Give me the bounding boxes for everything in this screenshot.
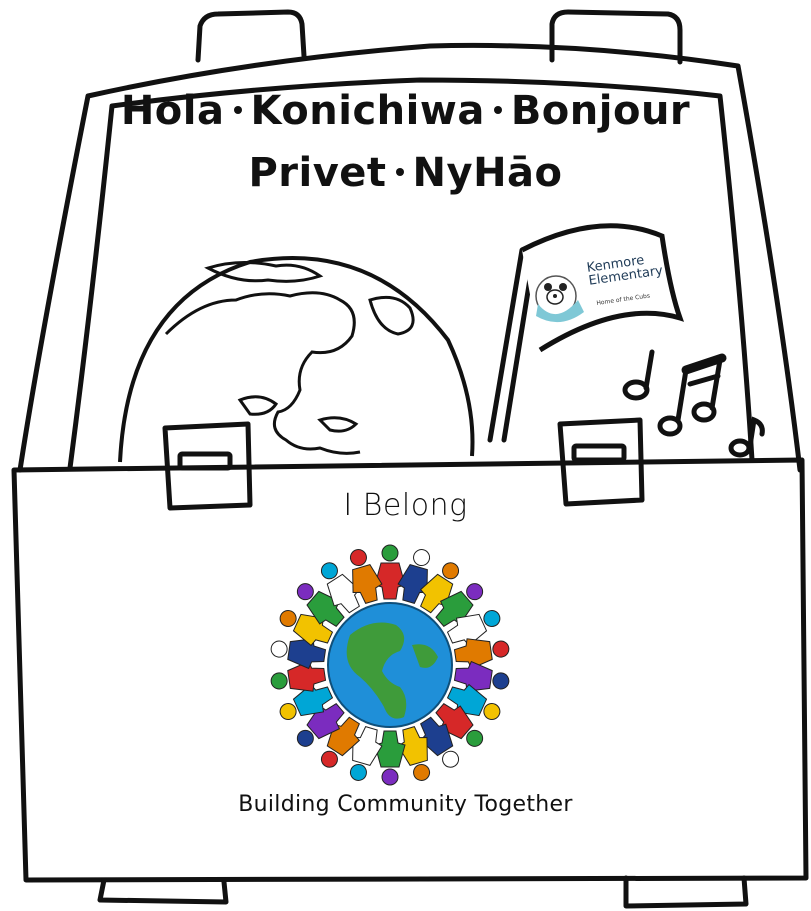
person-figure: [270, 660, 327, 692]
bullet-dot: [493, 106, 502, 114]
lid-left-tab: [195, 9, 307, 63]
greeting-word: Bonjour: [510, 88, 691, 134]
person-figure: [374, 544, 406, 600]
world-people-holding-hands-icon: [270, 544, 510, 786]
lid-right-tab: [549, 9, 683, 65]
latch-right-slot: [571, 443, 627, 463]
person-figure: [397, 726, 431, 781]
greeting-line-1: Hola Konichiwa Bonjour: [0, 88, 811, 134]
greeting-line-2: Privet NyHāo: [0, 150, 811, 196]
greeting-word: Hola: [120, 88, 225, 134]
lid-inner: [67, 77, 755, 471]
person-figure: [349, 549, 383, 604]
box-body: [11, 457, 809, 883]
person-figure: [446, 609, 501, 647]
person-figure: [279, 609, 334, 647]
box-title: I Belong: [343, 488, 468, 523]
person-figure: [374, 730, 406, 786]
box-tagline: Building Community Together: [238, 792, 573, 817]
person-figure: [419, 716, 460, 768]
person-figure: [349, 726, 383, 781]
bullet-dot: [233, 106, 242, 114]
greeting-word: NyHāo: [412, 150, 563, 196]
latch-right: [557, 417, 645, 507]
latch-left: [162, 421, 253, 511]
greeting-word: Konichiwa: [250, 88, 485, 134]
person-figure: [279, 683, 334, 721]
person-figure: [453, 660, 510, 692]
greeting-word: Privet: [248, 150, 387, 196]
person-figure: [320, 562, 361, 614]
bullet-dot: [395, 168, 404, 176]
bear-cub-logo-icon: [535, 275, 584, 323]
box-foot-right: [623, 875, 749, 909]
globe-outline-icon: [118, 256, 475, 463]
person-figure: [397, 549, 431, 604]
school-flag: [487, 223, 685, 443]
box-foot-left: [97, 877, 229, 905]
person-figure: [453, 638, 510, 670]
music-notes-icon: [622, 349, 765, 458]
lid-outer: [17, 42, 803, 473]
person-figure: [270, 638, 327, 670]
latch-left-slot: [177, 451, 233, 471]
